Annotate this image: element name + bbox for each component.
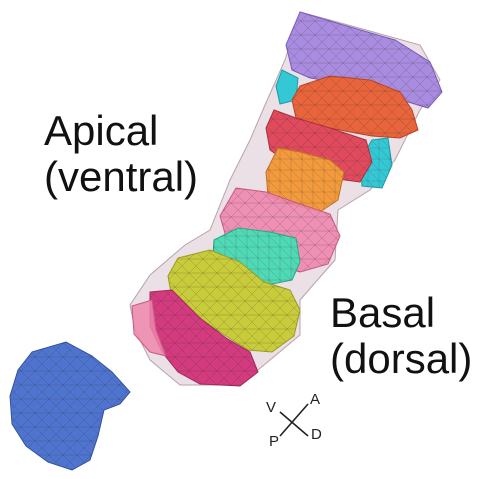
basal-label-line2: (dorsal) (330, 336, 472, 382)
basal-label: Basal (dorsal) (330, 290, 472, 382)
axis-label-ventral: V (266, 399, 276, 416)
apical-label-line1: Apical (44, 108, 198, 154)
axis-label-apical: A (310, 391, 320, 408)
axis-label-posterior: P (269, 433, 279, 450)
apical-label: Apical (ventral) (44, 108, 198, 200)
basal-label-line1: Basal (330, 290, 472, 336)
axis-label-dorsal: D (311, 426, 322, 443)
orientation-cross (280, 404, 308, 436)
apical-label-line2: (ventral) (44, 154, 198, 200)
